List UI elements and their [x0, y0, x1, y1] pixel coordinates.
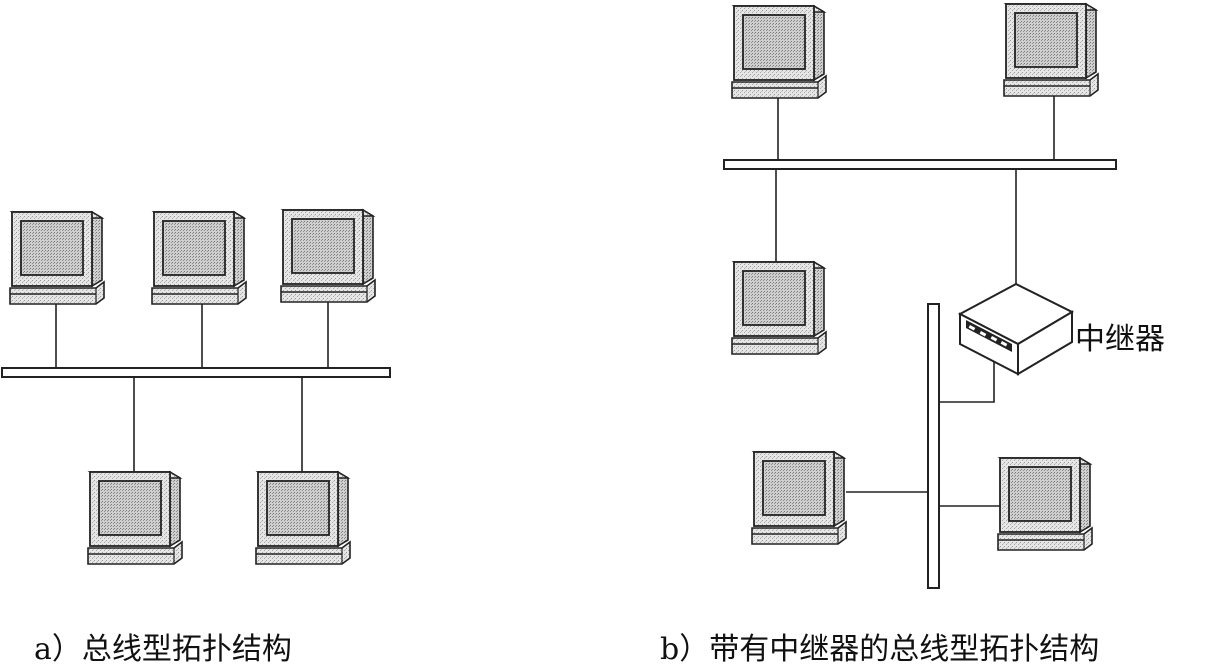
- computer-icon-a4: [87, 471, 183, 565]
- computer-icon-a2: [151, 211, 247, 305]
- caption-b: b）带有中继器的总线型拓扑结构: [660, 632, 1100, 667]
- bus-cable-b-main: [723, 159, 1117, 170]
- link-repeater-segment: [939, 362, 995, 403]
- computer-icon-a3: [280, 209, 376, 303]
- bus-cable-a: [1, 367, 391, 378]
- diagram-b: [723, 3, 1117, 589]
- repeater-label: 中继器: [1075, 322, 1165, 357]
- computer-icon-b5: [997, 457, 1093, 551]
- computer-icon-b1: [731, 5, 827, 99]
- computer-icon-b3: [731, 261, 827, 355]
- repeater-icon: [957, 282, 1075, 376]
- computer-icon-b2: [1003, 3, 1099, 97]
- caption-a: a）总线型拓扑结构: [34, 632, 292, 667]
- bus-cable-b-segment: [927, 303, 940, 589]
- computer-icon-a5: [255, 471, 351, 565]
- computer-icon-a1: [9, 211, 105, 305]
- computer-icon-b4: [751, 451, 847, 545]
- diagram-a: [1, 209, 391, 565]
